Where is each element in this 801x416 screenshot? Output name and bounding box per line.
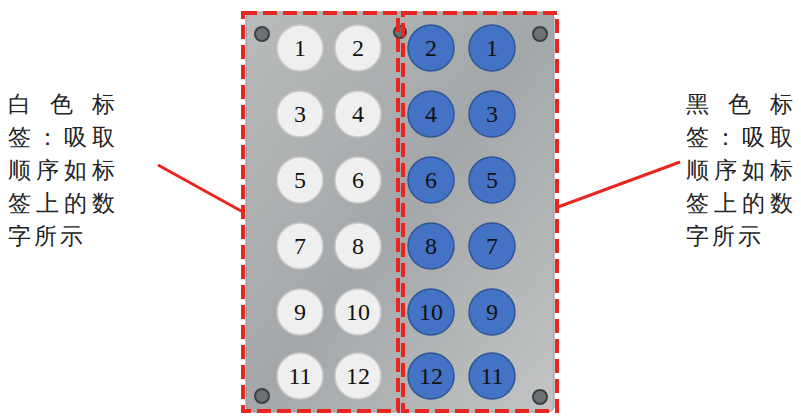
label-disc — [335, 91, 381, 137]
order-number: 9 — [468, 288, 516, 336]
order-number: 12 — [407, 352, 455, 400]
order-number: 10 — [334, 288, 382, 336]
order-number: 3 — [276, 90, 324, 138]
white-group-outline — [243, 13, 398, 411]
label-disc — [277, 25, 323, 71]
white-label: 4 — [334, 90, 382, 138]
white-label: 2 — [334, 24, 382, 72]
order-number: 6 — [334, 156, 382, 204]
order-number: 4 — [334, 90, 382, 138]
white-label: 12 — [334, 352, 382, 400]
white-label: 1 — [276, 24, 324, 72]
label-disc — [277, 289, 323, 335]
order-number: 10 — [407, 288, 455, 336]
label-disc — [335, 289, 381, 335]
blue-label: 7 — [468, 222, 516, 270]
label-disc — [277, 157, 323, 203]
order-number: 9 — [276, 288, 324, 336]
callout-note: 黑色标 签：吸取 顺序如标 签上的数 字所示 — [686, 88, 796, 253]
label-disc — [335, 25, 381, 71]
label-disc — [408, 289, 454, 335]
blue-label: 12 — [407, 352, 455, 400]
order-number: 1 — [468, 24, 516, 72]
leader-line — [558, 162, 680, 207]
blue-label: 11 — [468, 352, 516, 400]
order-number: 7 — [276, 222, 324, 270]
order-number: 2 — [334, 24, 382, 72]
order-number: 3 — [468, 90, 516, 138]
blue-label: 6 — [407, 156, 455, 204]
order-number: 11 — [276, 352, 324, 400]
order-number: 8 — [407, 222, 455, 270]
white-label: 10 — [334, 288, 382, 336]
white-label: 7 — [276, 222, 324, 270]
white-label: 8 — [334, 222, 382, 270]
label-disc — [277, 223, 323, 269]
blue-group-outline — [403, 13, 557, 411]
label-disc — [469, 289, 515, 335]
label-disc — [469, 223, 515, 269]
white-label: 11 — [276, 352, 324, 400]
order-number: 11 — [468, 352, 516, 400]
white-label: 9 — [276, 288, 324, 336]
callout-note: 白色标 签：吸取 顺序如标 签上的数 字所示 — [8, 88, 118, 253]
order-number: 1 — [276, 24, 324, 72]
label-disc — [469, 157, 515, 203]
label-disc — [469, 353, 515, 399]
order-number: 6 — [407, 156, 455, 204]
order-number: 12 — [334, 352, 382, 400]
order-number: 5 — [468, 156, 516, 204]
white-label: 3 — [276, 90, 324, 138]
order-number: 7 — [468, 222, 516, 270]
label-disc — [469, 91, 515, 137]
white-label: 6 — [334, 156, 382, 204]
blue-label: 2 — [407, 24, 455, 72]
label-disc — [335, 157, 381, 203]
blue-label: 8 — [407, 222, 455, 270]
blue-label: 3 — [468, 90, 516, 138]
white-label: 5 — [276, 156, 324, 204]
label-disc — [277, 91, 323, 137]
blue-label: 9 — [468, 288, 516, 336]
label-disc — [408, 353, 454, 399]
label-disc — [408, 157, 454, 203]
label-disc — [335, 223, 381, 269]
label-disc — [408, 91, 454, 137]
blue-label: 10 — [407, 288, 455, 336]
label-disc — [277, 353, 323, 399]
label-disc — [408, 25, 454, 71]
label-disc — [335, 353, 381, 399]
order-number: 8 — [334, 222, 382, 270]
order-number: 4 — [407, 90, 455, 138]
label-disc — [469, 25, 515, 71]
blue-label: 4 — [407, 90, 455, 138]
blue-label: 1 — [468, 24, 516, 72]
order-number: 2 — [407, 24, 455, 72]
leader-line — [158, 165, 243, 212]
blue-label: 5 — [468, 156, 516, 204]
label-disc — [408, 223, 454, 269]
order-number: 5 — [276, 156, 324, 204]
